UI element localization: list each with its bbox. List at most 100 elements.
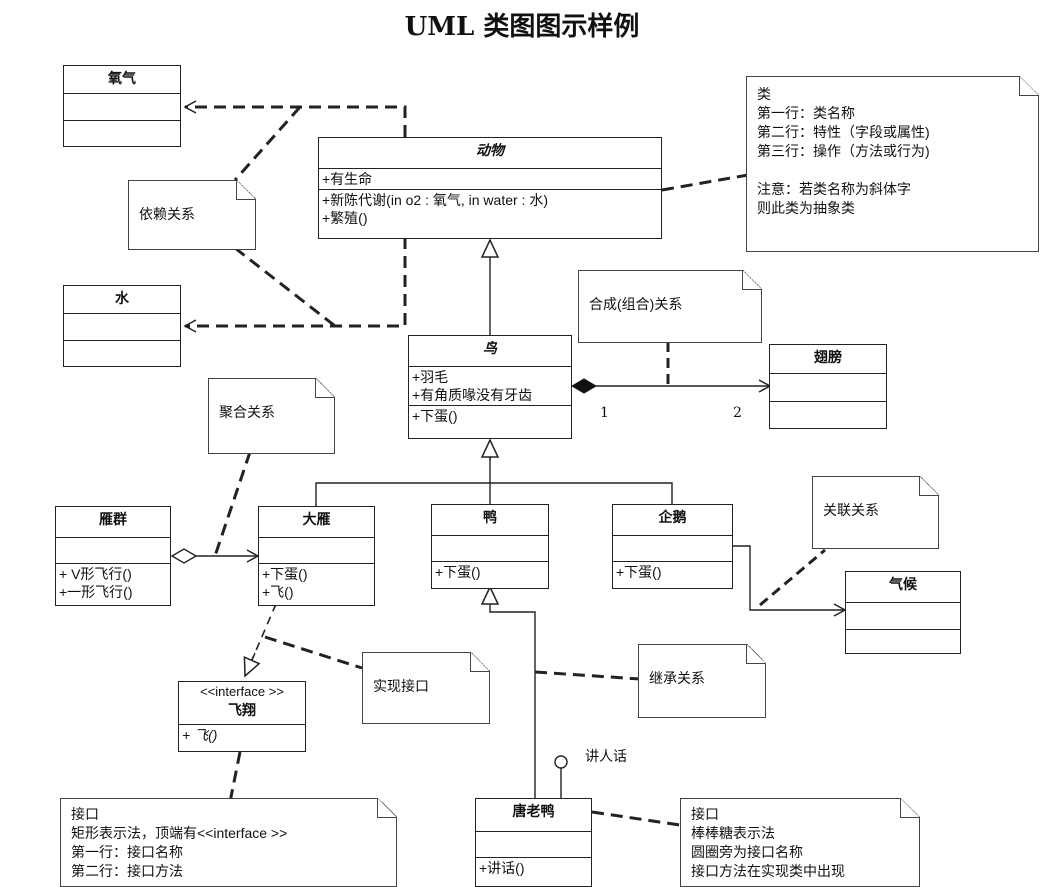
operations-section: +下蛋() +飞() [259, 563, 374, 602]
operations-section: +下蛋() [432, 561, 548, 582]
note-text: 合成(组合)关系 [589, 296, 683, 312]
class-name: 企鹅 [658, 509, 687, 525]
lollipop-interface-name: 讲人话 [585, 748, 627, 764]
class-name: 翅膀 [814, 349, 842, 365]
note-fold [919, 476, 939, 496]
class-name: 鸭 [483, 509, 497, 525]
attributes-section [770, 373, 886, 401]
note-line: 则此类为抽象类 [757, 200, 855, 216]
note-inheritance: 继承关系 [638, 644, 766, 718]
class-name: 飞翔 [228, 702, 256, 718]
attributes-section [259, 537, 374, 563]
diagram-title: UML 类图图示样例 [404, 12, 640, 42]
note-line: 第二行：特性（字段或属性) [757, 124, 930, 140]
attributes-section [476, 831, 591, 857]
interface-stereotype: <<interface >> [200, 684, 284, 699]
class-water[interactable]: 水 [63, 285, 181, 367]
class-bird[interactable]: 鸟 +羽毛 +有角质喙没有牙齿 +下蛋() [408, 335, 572, 439]
realization-note-anchor [264, 635, 363, 670]
note-association: 关联关系 [812, 476, 939, 549]
operation: +下蛋() [616, 564, 662, 580]
lollipop-note-anchor [591, 810, 681, 827]
class-name: 大雁 [302, 511, 331, 527]
multiplicity-two: 2 [733, 405, 742, 421]
note-line: 第一行：接口名称 [71, 844, 183, 860]
note-line: 接口 [71, 806, 99, 822]
multiplicity-one: 1 [600, 405, 609, 421]
note-line: 棒棒糖表示法 [691, 825, 775, 841]
note-line: 类 [757, 86, 771, 102]
operations-section: + 飞() [179, 724, 305, 745]
composition-diamond [571, 378, 597, 394]
operations-section [64, 120, 180, 146]
class-wing[interactable]: 翅膀 [769, 344, 887, 429]
attributes-section [64, 93, 180, 120]
note-composition: 合成(组合)关系 [578, 270, 762, 343]
aggregation-note-anchor [213, 451, 252, 557]
note-line: 接口 [691, 806, 719, 822]
operations-section [64, 340, 180, 366]
note-fold [377, 798, 397, 818]
note-interface-lollipop: 接口 棒棒糖表示法 圆圈旁为接口名称 接口方法在实现类中出现 [680, 798, 920, 887]
class-donald-duck[interactable]: 唐老鸭 +讲话() [475, 798, 592, 887]
attribute: +羽毛 [412, 369, 449, 385]
association-note-anchor [759, 548, 826, 607]
dependency-line-oxygen [183, 100, 407, 137]
note-line: 第一行：类名称 [757, 105, 855, 121]
note-line: 注意：若类名称为斜体字 [757, 181, 911, 197]
class-oxygen[interactable]: 氧气 [63, 65, 181, 147]
note-fold [1019, 76, 1039, 96]
note-dependency: 依赖关系 [128, 180, 256, 250]
class-name: 雁群 [99, 511, 127, 527]
operations-section: +新陈代谢(in o2 : 氧气, in water : 水) +繁殖() [319, 189, 661, 228]
operations-section: +下蛋() [613, 561, 732, 582]
interface-header: <<interface >> 飞翔 [179, 682, 305, 724]
class-name: 鸟 [483, 340, 497, 356]
note-text: 依赖关系 [139, 206, 195, 222]
operations-section [770, 401, 886, 427]
note-line: 第三行：操作（方法或行为) [757, 143, 930, 159]
operations-section: +下蛋() [409, 405, 571, 426]
note-line: 接口方法在实现类中出现 [691, 863, 845, 879]
operation: +繁殖() [322, 210, 368, 226]
class-note-anchor [661, 173, 749, 192]
class-climate[interactable]: 气候 [845, 571, 961, 654]
note-fold [315, 378, 335, 398]
inheritance-note-anchor [534, 670, 641, 681]
note-fold [746, 644, 766, 664]
class-name: 气候 [889, 576, 917, 592]
note-fold [900, 798, 920, 818]
dependency-note-anchor-bottom [234, 246, 336, 328]
operation: +飞() [262, 584, 294, 600]
note-text: 聚合关系 [219, 404, 275, 420]
operation: +新陈代谢(in o2 : 氧气, in water : 水) [322, 192, 548, 208]
note-text: 继承关系 [649, 670, 705, 686]
operations-section [846, 629, 960, 653]
class-goose-flock[interactable]: 雁群 + V形飞行() +一形飞行() [55, 506, 171, 606]
operations-section: + V形飞行() +一形飞行() [56, 563, 170, 602]
note-class-description: 类 第一行：类名称 第二行：特性（字段或属性) 第三行：操作（方法或行为) 注意… [746, 76, 1039, 252]
class-animal[interactable]: 动物 +有生命 +新陈代谢(in o2 : 氧气, in water : 水) … [318, 137, 662, 239]
operation: +讲话() [479, 860, 525, 876]
attributes-section [432, 535, 548, 561]
note-fold [742, 270, 762, 290]
operation: +下蛋() [412, 408, 458, 424]
note-line: 圆圈旁为接口名称 [691, 844, 803, 860]
interface-fly[interactable]: <<interface >> 飞翔 + 飞() [178, 681, 306, 752]
interface-note-anchor [226, 751, 242, 813]
class-penguin[interactable]: 企鹅 +下蛋() [612, 504, 733, 589]
generalization-subclasses-bird [315, 440, 673, 506]
attributes-section: +羽毛 +有角质喙没有牙齿 [409, 366, 571, 405]
attributes-section: +有生命 [319, 168, 661, 189]
dependency-note-anchor-top [233, 106, 302, 181]
class-name: 水 [115, 290, 129, 306]
class-goose[interactable]: 大雁 +下蛋() +飞() [258, 506, 375, 606]
attribute: +有角质喙没有牙齿 [412, 387, 533, 403]
class-name: 动物 [476, 142, 504, 158]
note-fold [236, 180, 256, 200]
class-name: 氧气 [108, 70, 136, 86]
operation: +下蛋() [435, 564, 481, 580]
class-duck[interactable]: 鸭 +下蛋() [431, 504, 549, 589]
operations-section: +讲话() [476, 857, 591, 878]
